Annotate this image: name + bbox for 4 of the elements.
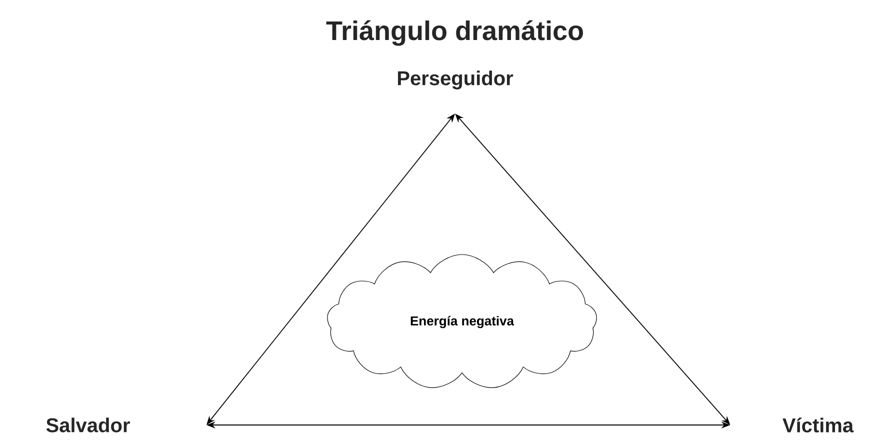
- role-label: Salvador: [46, 418, 130, 432]
- title: Triángulo dramático: [326, 20, 583, 46]
- role-label: Perseguidor: [398, 70, 514, 90]
- role-label: Víctima: [782, 418, 854, 432]
